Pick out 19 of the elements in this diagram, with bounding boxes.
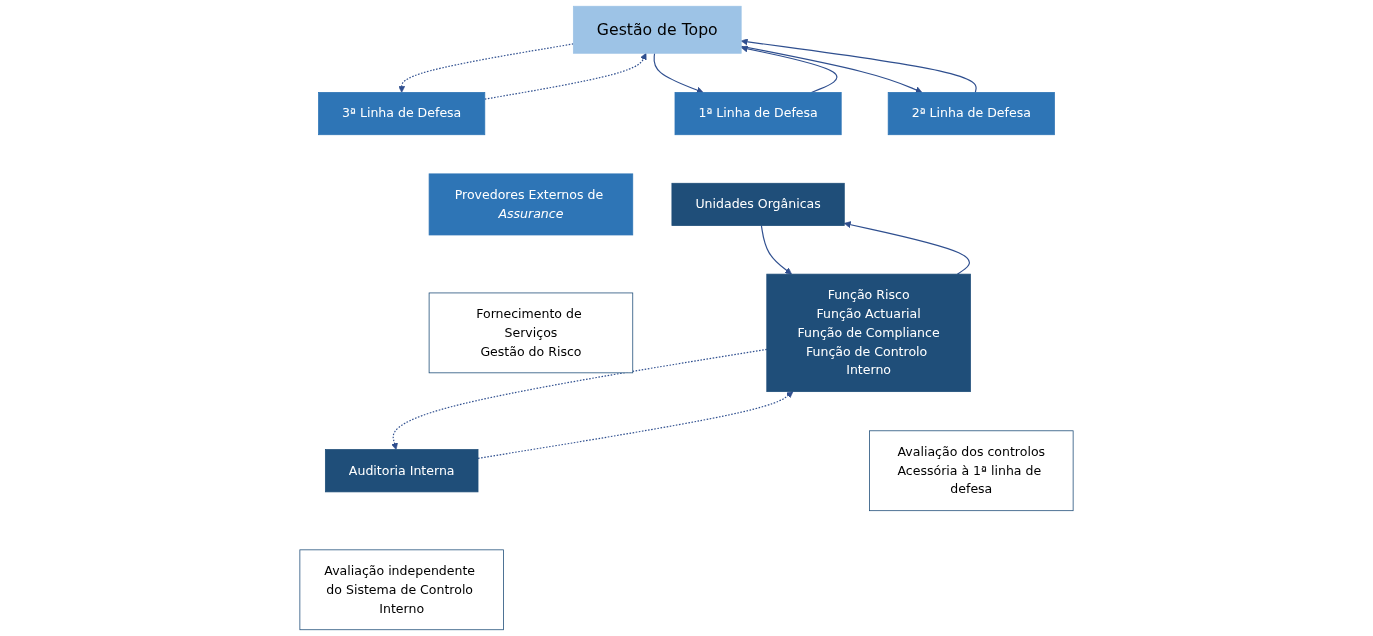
- node-box: 2ª Linha de Defesa: [887, 92, 1055, 136]
- arrow: [398, 43, 574, 93]
- node-box: Unidades Orgânicas: [671, 182, 845, 226]
- node-box: Auditoria Interna: [325, 449, 479, 493]
- arrow: [740, 45, 923, 94]
- arrow: [740, 38, 977, 93]
- node-box: 3ª Linha de Defesa: [318, 92, 486, 136]
- arrow: [843, 221, 970, 275]
- node-box: 1ª Linha de Defesa: [674, 92, 842, 136]
- node-box: Provedores Externos de Assurance: [428, 173, 634, 236]
- node-box: Gestão de Topo: [572, 5, 742, 54]
- arrow: [484, 52, 647, 100]
- node-box: Fornecimento de Serviços Gestão do Risco: [428, 292, 634, 374]
- node-box: Avaliação dos controlos Acessória à 1ª linha de defesa: [869, 430, 1074, 512]
- arrow: [760, 225, 792, 275]
- arrow: [653, 52, 704, 94]
- arrow: [740, 45, 838, 93]
- node-box: Função Risco Função Actuarial Função de Compliance Função de Controlo Interno: [766, 273, 971, 392]
- node-box: Avaliação independente do Sistema de Controlo Interno: [299, 549, 504, 631]
